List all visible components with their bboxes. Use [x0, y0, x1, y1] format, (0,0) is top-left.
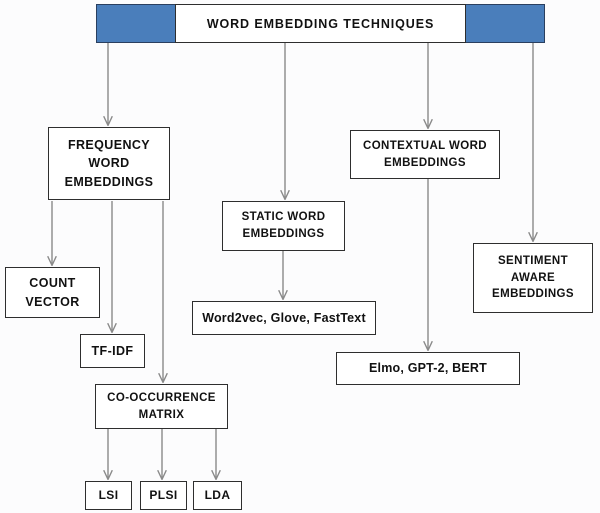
node-lda-label: LDA [204, 487, 231, 502]
node-tf-idf-label: TF-IDF [91, 343, 134, 358]
node-static-line-2: EMBEDDINGS [242, 228, 325, 240]
banner-accent-left [96, 4, 176, 43]
node-contextual-models-label: Elmo, GPT-2, BERT [369, 361, 487, 376]
node-lsi-label: LSI [98, 487, 119, 502]
node-static-models-label: Word2vec, Glove, FastText [202, 310, 366, 325]
node-sentiment-line-2: AWARE [510, 271, 556, 284]
banner-accent-right [465, 4, 545, 43]
node-co-occurrence-line-1: CO-OCCURRENCE [107, 391, 216, 404]
node-frequency-line-2: WORD [88, 156, 130, 171]
node-co-occurrence-line-2: MATRIX [138, 408, 185, 421]
node-count-vector[interactable]: COUNT VECTOR [5, 267, 100, 318]
node-sentiment-line-1: SENTIMENT [497, 254, 569, 267]
node-contextual-line-1: CONTEXTUAL WORD [363, 139, 487, 152]
node-frequency-word-embeddings[interactable]: FREQUENCY WORD EMBEDDINGS [48, 127, 170, 200]
node-static-line-1: STATIC WORD [241, 211, 326, 224]
title-banner: WORD EMBEDDING TECHNIQUES [96, 4, 545, 43]
node-lsi[interactable]: LSI [85, 481, 132, 510]
node-contextual-line-2: EMBEDDINGS [384, 156, 466, 169]
node-count-vector-line-2: VECTOR [25, 294, 80, 309]
node-static-models[interactable]: Word2vec, Glove, FastText [192, 301, 376, 335]
node-contextual-word-embeddings[interactable]: CONTEXTUAL WORD EMBEDDINGS [350, 130, 500, 179]
node-sentiment-line-3: EMBEDDINGS [492, 288, 574, 301]
node-plsi-label: PLSI [149, 487, 178, 502]
node-plsi[interactable]: PLSI [140, 481, 187, 510]
node-tf-idf[interactable]: TF-IDF [80, 334, 145, 368]
node-contextual-models[interactable]: Elmo, GPT-2, BERT [336, 352, 520, 385]
node-static-word-embeddings[interactable]: STATIC WORD EMBEDDINGS [222, 201, 345, 251]
node-frequency-line-1: FREQUENCY [67, 138, 151, 153]
node-sentiment-aware-embeddings[interactable]: SENTIMENT AWARE EMBEDDINGS [473, 243, 593, 313]
node-co-occurrence-matrix[interactable]: CO-OCCURRENCE MATRIX [95, 384, 228, 429]
node-frequency-line-3: EMBEDDINGS [64, 174, 154, 189]
page-title: WORD EMBEDDING TECHNIQUES [174, 4, 467, 43]
node-lda[interactable]: LDA [193, 481, 242, 510]
node-count-vector-line-1: COUNT [29, 276, 76, 291]
